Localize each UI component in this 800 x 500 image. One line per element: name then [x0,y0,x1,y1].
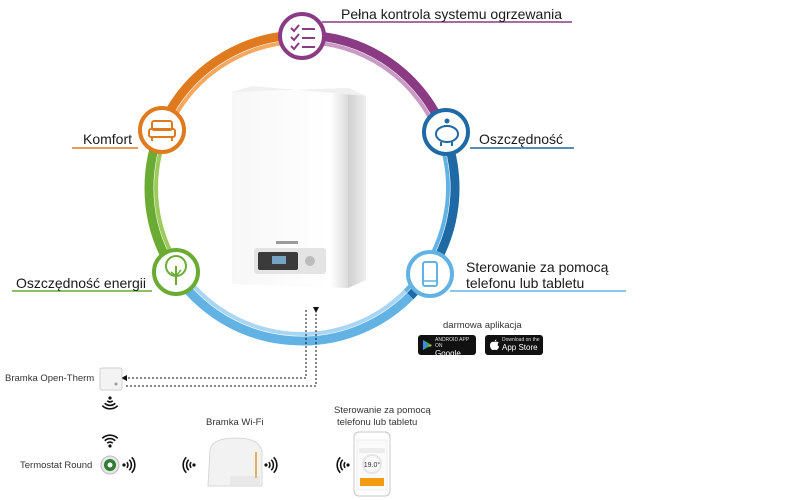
checklist-icon [278,12,326,60]
wifi-waves-gateway-right [264,456,278,474]
google-play-icon [423,340,432,350]
ot-gateway-device [99,367,123,391]
ring-segment-lightblue-inner [173,259,407,336]
apple-icon [490,339,499,351]
phone-label-line1: Sterowanie za pomocą [466,259,609,275]
app-store-button[interactable]: Download on the App Store [485,335,543,355]
wifi-waves-phone-left [336,456,350,474]
google-play-button[interactable]: ANDROID APP ON Google play [418,335,476,367]
energy-label: Oszczędność energii [16,275,146,291]
sofa-icon [138,106,186,154]
app-store-big: App Store [502,343,538,352]
device-phone-label-line2: telefonu lub tabletu [337,417,418,428]
app-store-small: Download on the [502,337,540,343]
wifi-waves [101,396,350,474]
phone-label-line2: telefonu lub tabletu [466,275,585,291]
app-caption: darmowa aplikacja [443,320,522,331]
dotted-link-upper [121,310,307,381]
dotted-link-lower [126,307,319,387]
wifi-gateway-device [207,437,263,487]
device-phone-label-line1: Sterowanie za pomocą [334,405,431,416]
savings-label: Oszczędność [479,131,564,147]
wifi-waves-thermostat-right [122,456,136,474]
comfort-label: Komfort [83,131,133,147]
google-play-small: ANDROID APP ON [435,337,470,349]
thermostat-label: Termostat Round [20,460,93,471]
ot-gateway-label: Bramka Open-Therm [5,373,95,384]
wifi-waves-ot-gateway [101,396,119,410]
smartphone-icon [406,250,454,298]
wifi-gateway-label: Bramka Wi-Fi [206,417,264,428]
ring-segment-lightblue [165,262,414,346]
google-play-big: Google play [435,349,461,367]
phone-temp: 19.0° [364,461,381,469]
tree-icon [152,248,200,296]
piggy-bank-icon [422,108,470,156]
wifi-waves-thermostat-top [101,434,119,448]
boiler-image [232,86,366,288]
phone-device: 19.0° [353,431,391,497]
thermostat-device [100,455,120,475]
control-label: Pełna kontrola systemu ogrzewania [341,6,563,22]
wifi-waves-gateway-left [182,456,196,474]
